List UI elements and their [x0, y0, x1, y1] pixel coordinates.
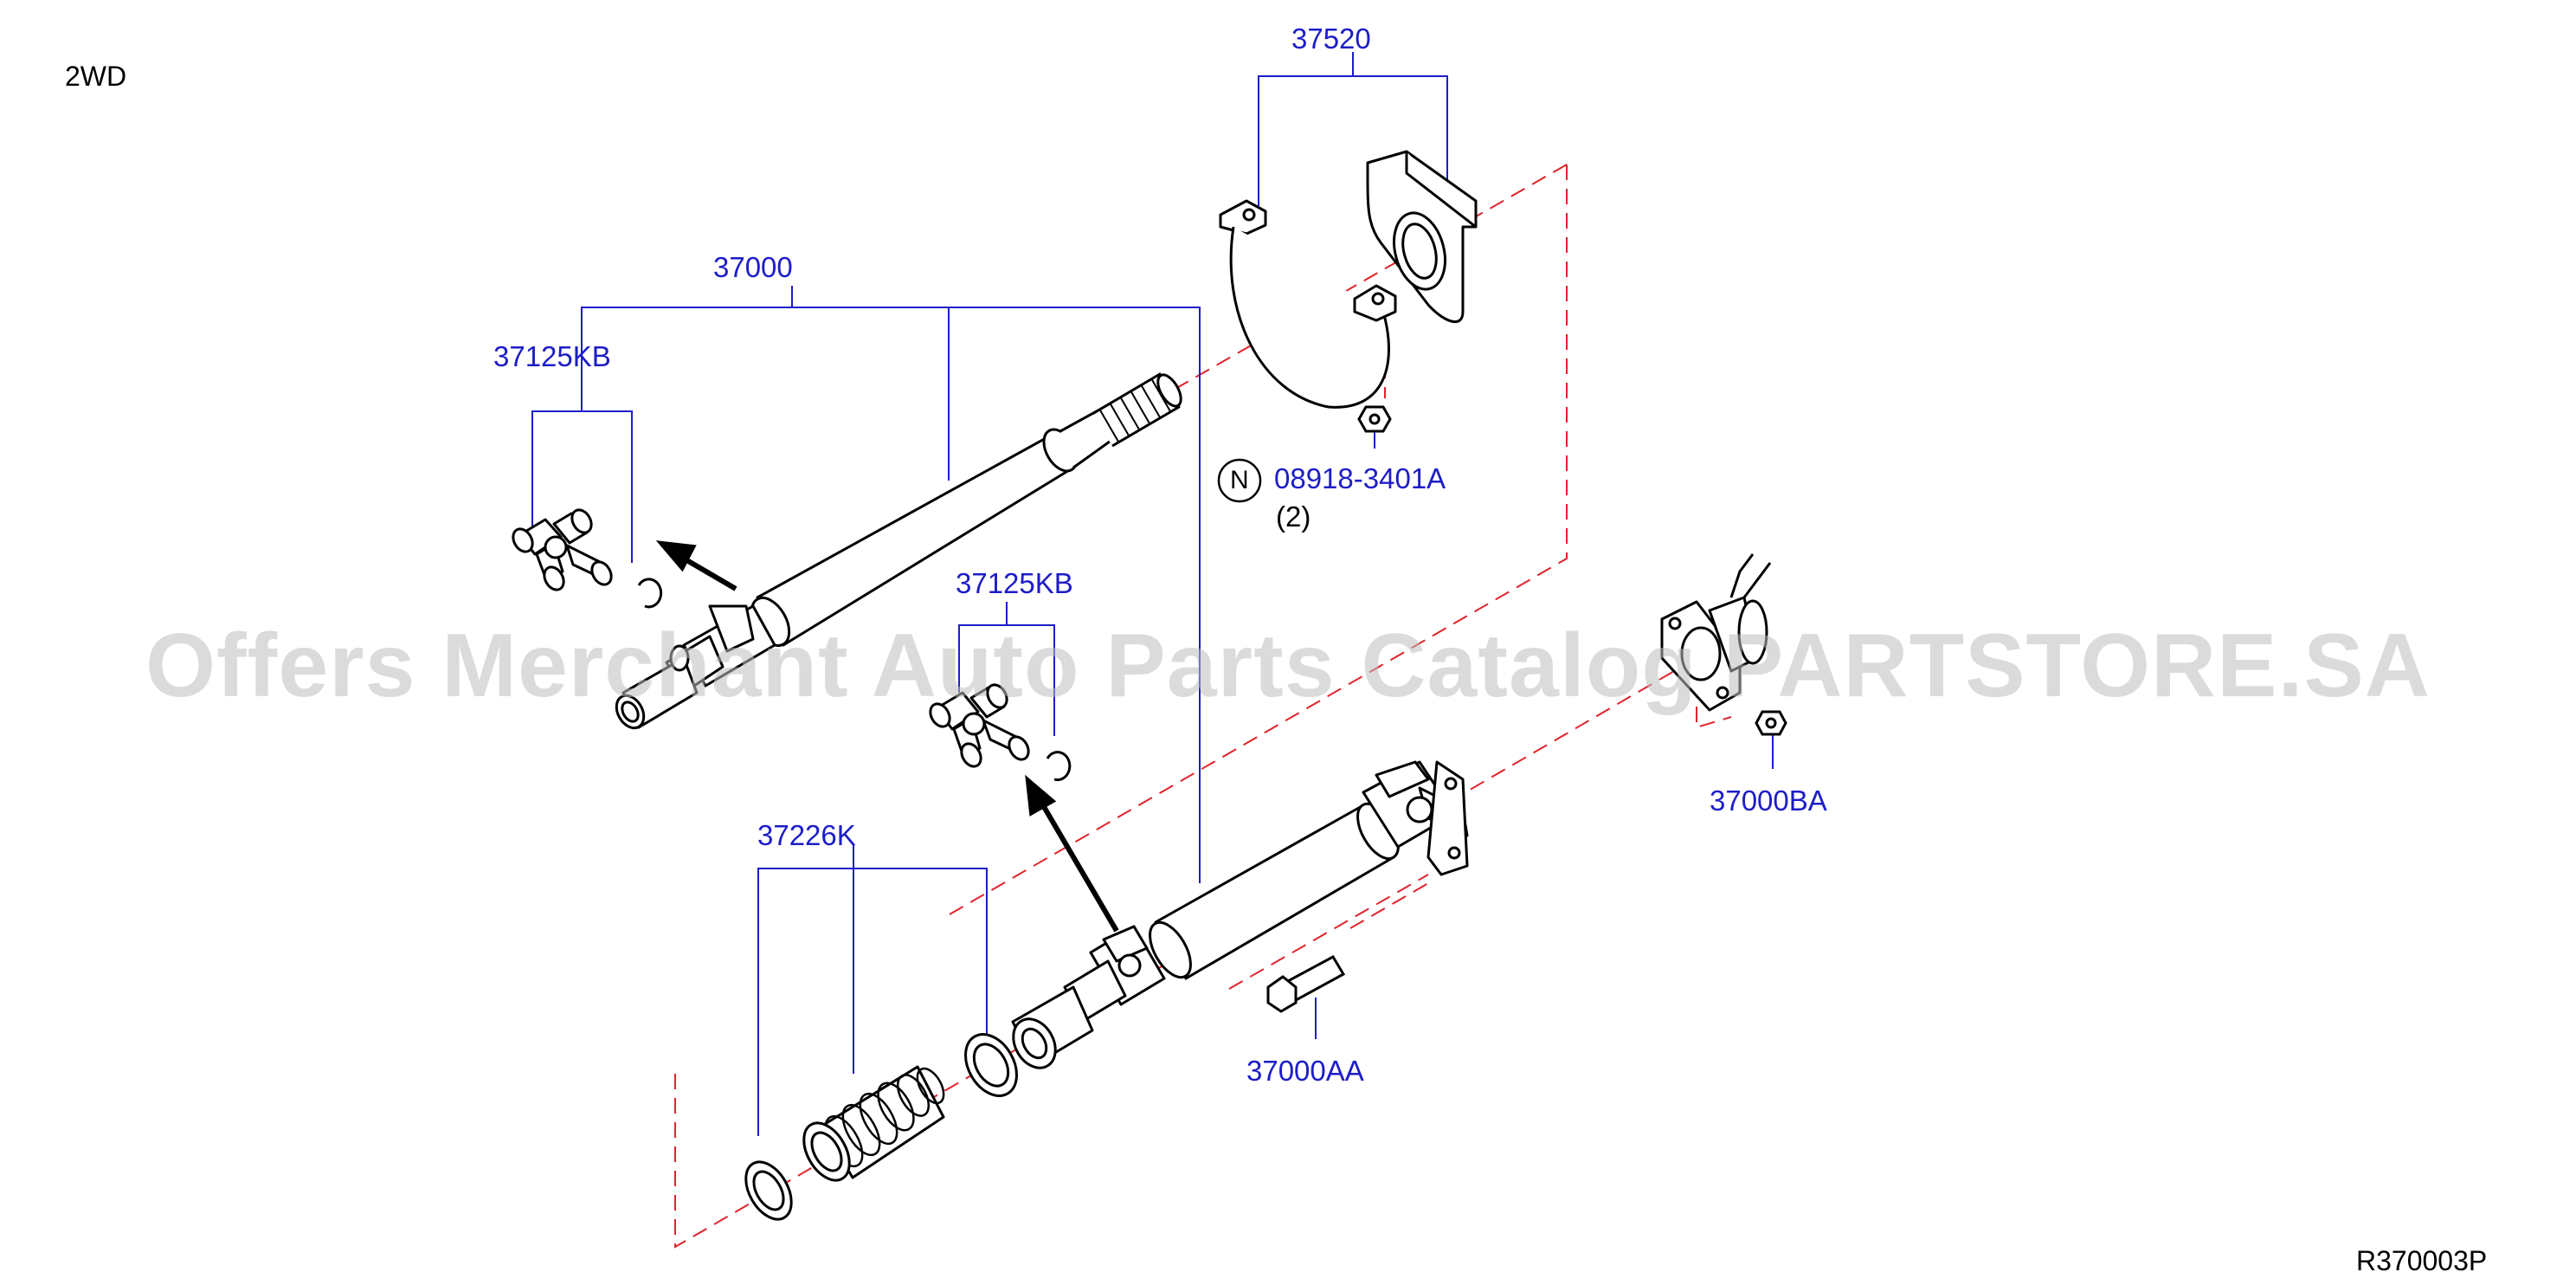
part-label-37000aa[interactable]: 37000AA	[1246, 1055, 1364, 1087]
center-bearing-bracket	[1219, 150, 1478, 409]
front-propeller-shaft	[615, 372, 1182, 730]
diagram-code: R370003P	[2356, 1245, 2488, 1276]
part-label-08918-3401a[interactable]: 08918-3401A	[1274, 462, 1446, 494]
part-label-37000ba[interactable]: 37000BA	[1710, 785, 1827, 817]
companion-flange	[1660, 553, 1772, 712]
n-symbol: N	[1230, 466, 1249, 494]
nut-icon	[1357, 405, 1392, 433]
part-label-37000[interactable]: 37000	[713, 251, 793, 283]
rear-propeller-shaft	[1011, 760, 1469, 1069]
n-symbol-circle	[1217, 458, 1262, 503]
universal-joint-lower	[929, 683, 1030, 768]
snap-ring-lower	[1046, 751, 1072, 782]
part-label-37125kb-lower[interactable]: 37125KB	[956, 567, 1073, 599]
boot-kit	[744, 1033, 1018, 1221]
part-label-37520[interactable]: 37520	[1291, 23, 1371, 55]
variant-label: 2WD	[65, 61, 127, 92]
part-label-37125kb-upper[interactable]: 37125KB	[493, 340, 611, 372]
callout-lines	[531, 52, 1774, 1136]
arrow-icon	[655, 540, 1119, 933]
part-label-37226k[interactable]: 37226K	[757, 819, 856, 851]
assembly-guide-lines	[674, 164, 1732, 1249]
snap-ring-upper	[637, 578, 663, 609]
flange-nut-icon	[1755, 710, 1787, 736]
quantity-label: (2)	[1276, 500, 1311, 533]
universal-joint-upper	[512, 508, 613, 591]
bolt-icon	[1266, 955, 1346, 1013]
